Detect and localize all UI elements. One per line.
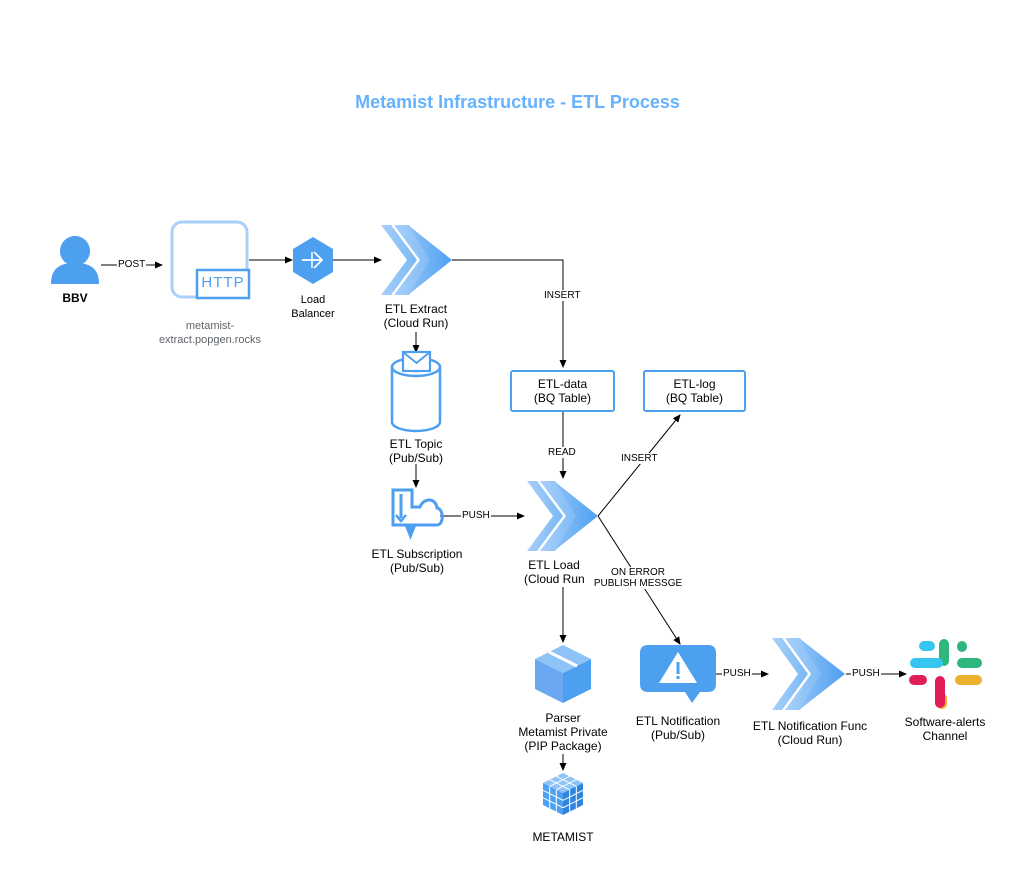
etl-extract-cloud-run-icon — [381, 225, 452, 295]
edge-extract-to-etl-data — [452, 259, 567, 368]
pubsub-topic-icon — [390, 350, 442, 433]
etl-notification-label: ETL Notification (Pub/Sub) — [635, 714, 721, 742]
etl-log-label: ETL-log (BQ Table) — [665, 377, 724, 405]
user-icon — [51, 236, 99, 284]
parser-label: Parser Metamist Private (PIP Package) — [518, 711, 608, 753]
etl-notification-func-cloud-run-icon — [772, 638, 845, 710]
edge-label-push-load: PUSH — [461, 510, 491, 521]
etl-load-cloud-run-icon — [527, 481, 598, 551]
edge-label-insert-data: INSERT — [543, 290, 582, 301]
edge-label-read: READ — [547, 447, 577, 458]
edge-label-push-func: PUSH — [722, 668, 752, 679]
edge-label-on-error: ON ERROR PUBLISH MESSGE — [586, 567, 690, 589]
etl-data-label: ETL-data (BQ Table) — [533, 377, 592, 405]
slack-icon — [909, 639, 982, 709]
domain-label: metamist- extract.popgen.rocks — [158, 320, 262, 346]
etl-extract-label: ETL Extract (Cloud Run) — [383, 302, 449, 330]
edge-label-push-slack: PUSH — [851, 668, 881, 679]
http-label: HTTP — [201, 274, 245, 291]
etl-subscription-label: ETL Subscription (Pub/Sub) — [371, 547, 463, 575]
load-balancer-label: Load Balancer — [291, 294, 335, 320]
load-balancer-icon — [293, 237, 333, 284]
database-grid-icon — [542, 773, 584, 815]
diagram-title: Metamist Infrastructure - ETL Process — [355, 92, 680, 112]
edge-load-to-etl-log — [597, 414, 681, 517]
etl-notification-func-label: ETL Notification Func (Cloud Run) — [752, 719, 868, 747]
http-endpoint-icon — [170, 220, 251, 300]
pubsub-subscription-icon — [391, 488, 444, 540]
metamist-label: METAMIST — [532, 830, 594, 844]
etl-data-table-box: ETL-data (BQ Table) — [510, 370, 615, 412]
etl-load-label: ETL Load (Cloud Run) — [524, 558, 584, 586]
alert-notification-icon — [640, 645, 716, 703]
etl-log-table-box: ETL-log (BQ Table) — [643, 370, 746, 412]
edge-label-post: POST — [117, 259, 147, 270]
slack-channel-label: Software-alerts Channel — [904, 715, 986, 743]
package-cube-icon — [535, 645, 591, 703]
etl-topic-label: ETL Topic (Pub/Sub) — [388, 437, 444, 465]
bbv-label: BBV — [62, 291, 88, 305]
edge-label-insert-log: INSERT — [620, 453, 659, 464]
